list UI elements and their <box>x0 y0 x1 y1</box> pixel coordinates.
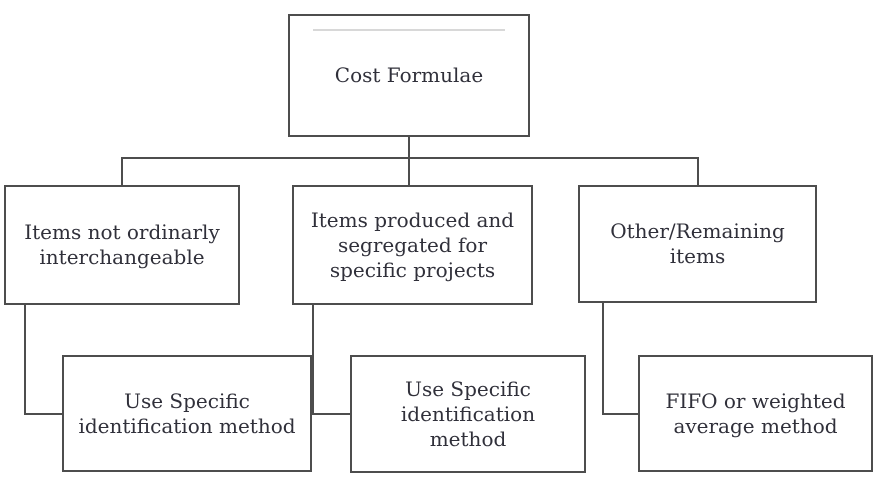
node-use-specific-identification-method-1: Use Specific identification method <box>62 355 312 472</box>
connector-branch-3-leaf-3-vertical <box>602 303 604 415</box>
node-label: Cost Formulae <box>334 63 484 87</box>
node-items-produced-segregated-specific-projects: Items produced and segregated for specif… <box>292 185 533 305</box>
connector-branch-1-leaf-1-horizontal <box>24 413 62 415</box>
node-label: FIFO or weighted average method <box>665 388 846 438</box>
node-other-remaining-items: Other/Remaining items <box>578 185 817 303</box>
node-cost-formulae: Cost Formulae <box>288 14 530 137</box>
node-label: Use Specific identification method <box>400 376 536 451</box>
node-label: Other/Remaining items <box>610 219 785 268</box>
node-items-not-ordinarily-interchangeable: Items not ordinarly interchangeable <box>4 185 240 305</box>
node-label: Items produced and segregated for specif… <box>310 207 515 282</box>
connector-main-horizontal <box>121 157 699 159</box>
node-label: Use Specific identification method <box>78 388 296 438</box>
connector-branch-1-leaf-1-vertical <box>24 305 26 415</box>
node-label: Items not ordinarly interchangeable <box>24 220 220 269</box>
connector-branch-2-leaf-2-horizontal <box>312 413 350 415</box>
node-fifo-or-weighted-average-method: FIFO or weighted average method <box>638 355 873 472</box>
node-use-specific-identification-method-2: Use Specific identification method <box>350 355 586 473</box>
connector-drop-to-branch-1 <box>121 157 123 185</box>
connector-branch-3-leaf-3-horizontal <box>602 413 638 415</box>
connector-drop-to-branch-3 <box>697 157 699 185</box>
connector-root-stem <box>408 137 410 185</box>
title-divider-rule <box>313 29 505 31</box>
connector-branch-2-leaf-2-vertical <box>312 305 314 415</box>
